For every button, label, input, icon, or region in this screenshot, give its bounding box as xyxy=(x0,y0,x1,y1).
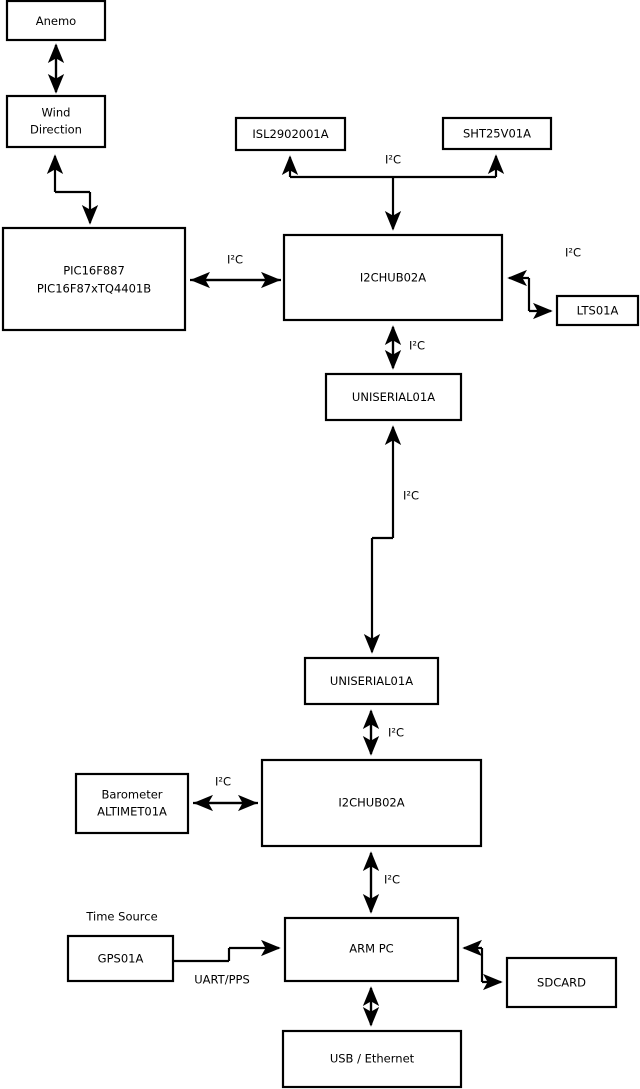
node-barometer-label-line1: Barometer xyxy=(101,788,162,802)
edge-label-i2c-hub-uniserial: I²C xyxy=(409,339,425,353)
node-usb-ethernet-label: USB / Ethernet xyxy=(330,1052,415,1066)
edge-pic-wind xyxy=(46,154,99,225)
node-i2chub02a-bottom-label: I2CHUB02A xyxy=(338,796,404,810)
node-sht25v01a[interactable]: SHT25V01A xyxy=(441,116,553,151)
edge-label-i2c-uniserial2-hub2: I²C xyxy=(388,726,404,740)
node-sdcard[interactable]: SDCARD xyxy=(505,956,618,1009)
node-wind-direction[interactable]: Wind Direction xyxy=(5,94,107,149)
node-arm-pc-label: ARM PC xyxy=(349,942,393,956)
node-i2chub02a-top-label: I2CHUB02A xyxy=(360,271,426,285)
node-lts01a-label: LTS01A xyxy=(577,304,619,318)
node-arm-pc[interactable]: ARM PC xyxy=(283,916,460,983)
edge-hub-top-sensors-bus xyxy=(281,154,505,231)
edge-label-i2c-hub2-armpc: I²C xyxy=(384,873,400,887)
edge-armpc-sdcard xyxy=(462,939,503,991)
edge-label-uart-pps: UART/PPS xyxy=(194,973,250,987)
node-pic-mcu-label-line1: PIC16F887 xyxy=(63,264,125,278)
node-barometer-label-line2: ALTIMET01A xyxy=(97,805,167,819)
node-sht25v01a-label: SHT25V01A xyxy=(463,127,531,141)
node-uniserial01a-lower-label: UNISERIAL01A xyxy=(330,674,413,688)
label-time-source: Time Source xyxy=(85,910,157,924)
node-uniserial01a-lower[interactable]: UNISERIAL01A xyxy=(303,656,440,706)
edge-gps-armpc xyxy=(173,939,281,963)
node-anemo-label: Anemo xyxy=(36,14,76,28)
node-pic-mcu-label-line2: PIC16F87xTQ4401B xyxy=(37,282,151,296)
node-anemo[interactable]: Anemo xyxy=(5,0,107,42)
edge-label-i2c-barometer-hub2: I²C xyxy=(215,775,231,789)
edge-hub-top-lts xyxy=(507,269,553,320)
node-uniserial01a-upper-label: UNISERIAL01A xyxy=(352,390,435,404)
node-gps01a[interactable]: GPS01A xyxy=(66,934,175,983)
node-i2chub02a-bottom[interactable]: I2CHUB02A xyxy=(260,758,483,848)
edge-uniserial1-uniserial2 xyxy=(363,425,402,654)
edge-label-i2c-pic-hub: I²C xyxy=(227,253,243,267)
node-pic-mcu[interactable]: PIC16F887 PIC16F87xTQ4401B xyxy=(1,226,187,332)
node-wind-direction-label-line2: Direction xyxy=(30,123,82,137)
node-barometer[interactable]: Barometer ALTIMET01A xyxy=(74,772,190,835)
edge-label-i2c-top-bus: I²C xyxy=(385,153,401,167)
node-lts01a[interactable]: LTS01A xyxy=(555,294,640,327)
node-usb-ethernet[interactable]: USB / Ethernet xyxy=(281,1029,463,1089)
node-isl2902001a[interactable]: ISL2902001A xyxy=(234,116,347,152)
node-isl2902001a-label: ISL2902001A xyxy=(252,127,328,141)
edge-label-i2c-uniserial-link: I²C xyxy=(403,489,419,503)
node-sdcard-label: SDCARD xyxy=(537,976,586,990)
node-uniserial01a-upper[interactable]: UNISERIAL01A xyxy=(324,372,463,422)
edge-label-i2c-hub-lts: I²C xyxy=(565,246,581,260)
node-i2chub02a-top[interactable]: I2CHUB02A xyxy=(282,233,504,322)
node-gps01a-label: GPS01A xyxy=(98,952,144,966)
node-wind-direction-label-line1: Wind xyxy=(42,106,71,120)
